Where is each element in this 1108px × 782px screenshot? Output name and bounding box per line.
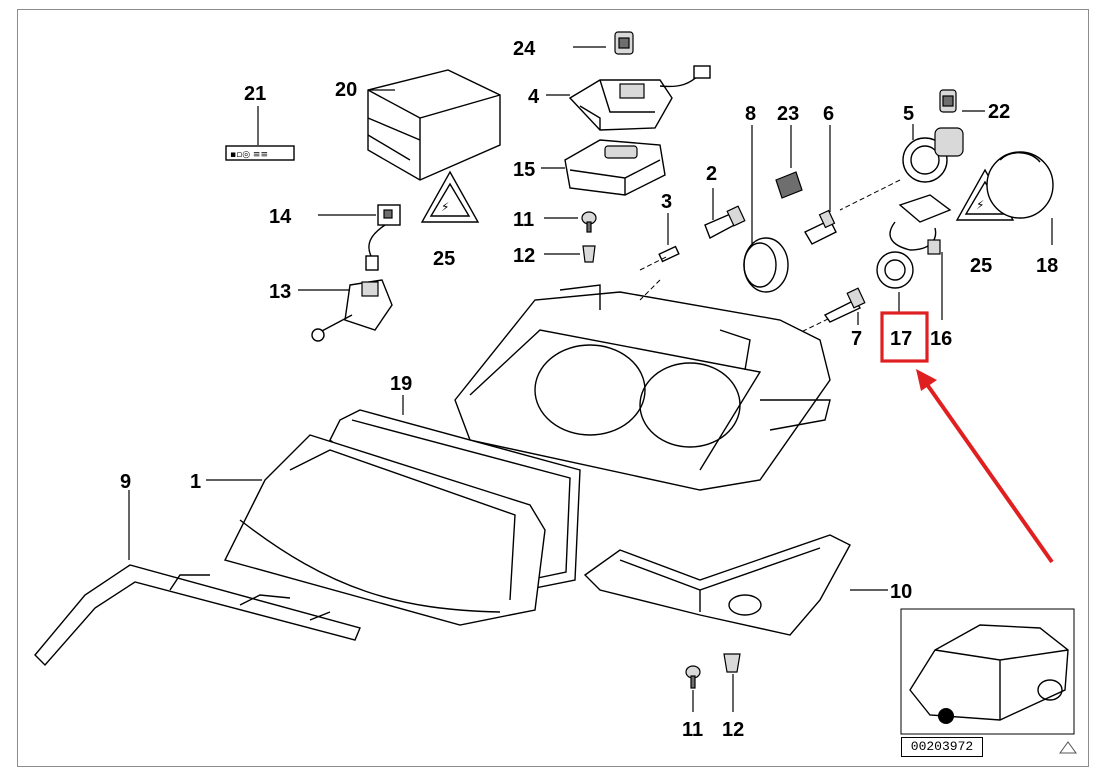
location-marker: [938, 708, 954, 724]
callout-25-right: 25: [970, 255, 992, 277]
part-14-connector[interactable]: [365, 204, 401, 271]
callout-19: 19: [390, 373, 412, 395]
callout-23: 23: [777, 103, 799, 125]
part-15-ballast[interactable]: [564, 139, 666, 196]
part-23-cap[interactable]: [775, 171, 803, 199]
callout-12-upper: 12: [513, 245, 535, 267]
callout-20: 20: [335, 79, 357, 101]
callout-3: 3: [661, 191, 672, 213]
part-13-motor[interactable]: [311, 279, 393, 342]
part-20-box[interactable]: [367, 69, 501, 181]
part-18-cover-cap[interactable]: [986, 151, 1054, 219]
label-sticker-symbols: ▪▫◎ ≡≡: [230, 150, 268, 160]
part-7-bulb[interactable]: [823, 287, 866, 323]
part-12-clip-upper[interactable]: [582, 245, 596, 263]
dash-5: [839, 179, 901, 211]
diagram-id-label: 00203972: [901, 737, 983, 757]
callout-18: 18: [1036, 255, 1058, 277]
part-16-wiring[interactable]: [889, 194, 952, 255]
callout-14: 14: [269, 206, 292, 228]
dash-3: [639, 255, 669, 271]
part-4-bracket[interactable]: [568, 65, 711, 131]
callout-11-upper: 11: [513, 209, 534, 231]
part-12-clip-lower[interactable]: [723, 653, 741, 673]
callout-11-lower: 11: [682, 719, 703, 741]
highlight-arrow-head: [916, 369, 937, 391]
headlight-housing[interactable]: [454, 284, 831, 491]
part-24-connector[interactable]: [614, 31, 634, 55]
callout-24: 24: [513, 38, 536, 60]
dash-housing: [639, 279, 661, 301]
callout-7: 7: [851, 328, 862, 350]
dash-7: [794, 317, 831, 336]
callout-12-lower: 12: [722, 719, 744, 741]
warning-symbol-icon: ⚡: [441, 200, 449, 214]
callout-13: 13: [269, 281, 291, 303]
highlight-box-17: [880, 311, 929, 363]
part-9-trim[interactable]: [34, 564, 361, 667]
callout-9: 9: [120, 471, 131, 493]
callout-5: 5: [903, 103, 914, 125]
callout-1: 1: [190, 471, 201, 493]
part-22-connector[interactable]: [939, 89, 957, 113]
warning-symbol-icon: ⚡: [976, 198, 984, 212]
callout-2: 2: [706, 163, 717, 185]
part-2-socket[interactable]: [704, 205, 746, 239]
part-5-igniter[interactable]: [902, 127, 964, 183]
highlight-arrow: [924, 381, 1054, 564]
part-10-bracket[interactable]: [583, 534, 851, 636]
part-6-bulb[interactable]: [804, 209, 837, 245]
callout-10: 10: [890, 581, 912, 603]
part-21-label[interactable]: ▪▫◎ ≡≡: [225, 145, 295, 161]
callout-4: 4: [528, 86, 540, 108]
callout-8: 8: [745, 103, 756, 125]
callout-15: 15: [513, 159, 535, 181]
callout-21: 21: [244, 83, 266, 105]
part-8-cap[interactable]: [743, 237, 789, 293]
callout-16: 16: [930, 328, 952, 350]
part-11-screw-lower[interactable]: [685, 665, 701, 689]
car-thumbnail: [900, 608, 1075, 735]
part-17-cover[interactable]: [876, 251, 914, 289]
callout-25-left: 25: [433, 248, 455, 270]
part-1-lens[interactable]: [223, 434, 546, 626]
callout-17: 17: [890, 328, 912, 350]
part-25-warning-left[interactable]: ⚡: [420, 170, 480, 223]
part-11-screw-upper[interactable]: [581, 211, 597, 233]
warning-triangle-icon: [1059, 741, 1077, 754]
callout-6: 6: [823, 103, 834, 125]
callout-22: 22: [988, 101, 1010, 123]
